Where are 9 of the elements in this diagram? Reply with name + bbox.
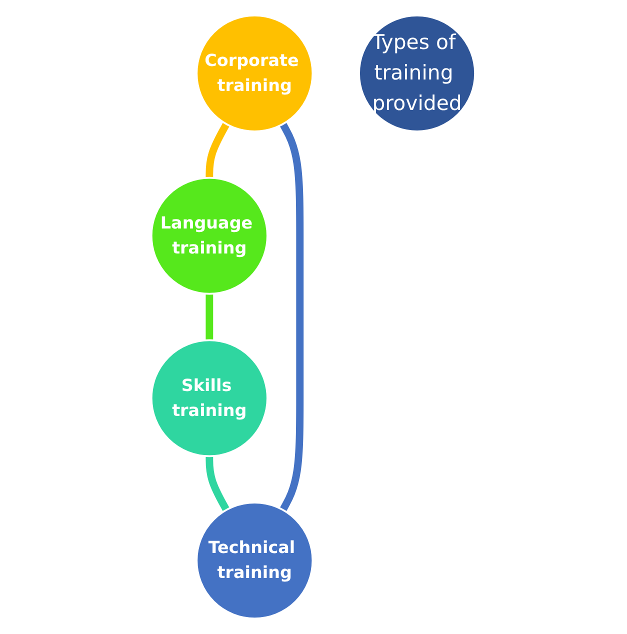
- connector: [206, 294, 214, 340]
- node-circle: Skills training: [150, 339, 269, 458]
- node-circle: Types of training provided: [358, 14, 476, 132]
- connector: [206, 122, 230, 178]
- node-circle: Corporate training: [196, 14, 314, 132]
- node-circle: Language training: [150, 176, 269, 295]
- connector: [280, 122, 304, 512]
- node-circle: Technical training: [196, 502, 314, 620]
- connector: [206, 456, 230, 512]
